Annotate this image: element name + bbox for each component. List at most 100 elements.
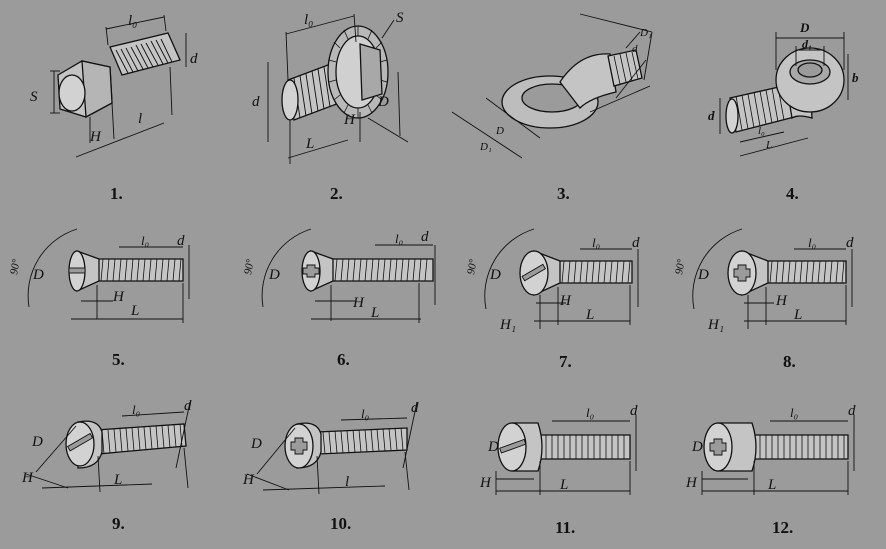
dim-h: H: [112, 289, 125, 305]
figure-9-number: 9.: [112, 514, 125, 533]
dim-s: S: [396, 10, 404, 26]
dim-l0: l₀: [361, 406, 369, 421]
dim-dd: D: [495, 125, 504, 137]
dim-d: d: [632, 43, 638, 55]
pan-head-slot-drawing: D l₀ d H L: [21, 398, 192, 493]
dim-d1-top: D₁: [639, 27, 652, 39]
dim-dd: D: [250, 436, 262, 452]
dim-d: d: [184, 398, 192, 414]
dim-angle: 90°: [465, 258, 480, 276]
pan-head-cross-drawing: D l₀ d H l: [242, 400, 419, 495]
dim-dd: D: [32, 267, 44, 283]
dim-l0: l₀: [758, 125, 765, 137]
dim-b: b: [852, 70, 859, 85]
dim-h: H: [352, 295, 365, 311]
ring-bolt-drawing: D₁ d D D₁: [451, 13, 653, 159]
dim-l: L: [559, 477, 568, 493]
dim-l: l: [345, 474, 349, 490]
dim-angle: 90°: [673, 258, 688, 276]
figure-5-countersunk-slot: 90° D l₀ d H L: [5, 215, 215, 340]
dim-dd: D: [691, 439, 703, 455]
dim-d1: d₁: [802, 37, 812, 51]
dim-l: L: [767, 477, 776, 493]
dim-l: L: [585, 307, 594, 323]
dim-l0: l₀: [132, 402, 140, 417]
dim-d: d: [177, 233, 185, 249]
dim-d: d: [848, 403, 856, 419]
figure-8-number: 8.: [783, 352, 796, 371]
dim-h: H: [559, 293, 572, 309]
countersunk-slot-drawing: 90° D l₀ d H L: [8, 228, 190, 323]
dim-d: d: [411, 400, 419, 416]
dim-d: d: [252, 94, 260, 110]
figure-9-pan-head-slot: D l₀ d H L: [12, 388, 212, 506]
dim-angle: 90°: [242, 258, 257, 276]
dim-dbig: D₁: [479, 141, 492, 153]
dim-h: H: [21, 470, 34, 486]
figure-12-number: 12.: [772, 518, 794, 537]
figure-7-number: 7.: [559, 352, 572, 371]
dim-l: l: [138, 111, 142, 127]
dim-dd: D: [31, 434, 43, 450]
figure-10-pan-head-cross: D l₀ d H l: [235, 388, 445, 506]
figure-2-flange-bolt: S l₀ d D H L: [248, 2, 423, 177]
dim-h1: H₁: [499, 317, 516, 333]
dim-l: L: [370, 305, 379, 321]
dim-h: H: [775, 293, 788, 309]
dim-l0: l₀: [395, 231, 403, 246]
dim-h1: H₁: [707, 317, 724, 333]
dim-d: d: [421, 229, 429, 245]
dim-dd: D: [268, 267, 280, 283]
figure-1-hex-bolt: S l₀ l H d: [20, 5, 210, 175]
figure-2-number: 2.: [330, 184, 343, 203]
figure-5-number: 5.: [112, 350, 125, 369]
dim-h: H: [479, 475, 492, 491]
figure-11-cheese-head-slot: D l₀ d H L: [460, 395, 670, 505]
raised-countersunk-slot-drawing: 90° D l₀ d H H₁ L: [465, 228, 640, 333]
figure-1-number: 1.: [110, 184, 123, 203]
dim-h: H: [685, 475, 698, 491]
dim-l0: l₀: [808, 235, 816, 250]
dim-l: L: [793, 307, 802, 323]
figure-12-cheese-head-cross: D l₀ d H L: [672, 395, 882, 505]
dim-h: H: [89, 129, 102, 145]
dim-l0: l₀: [790, 405, 798, 420]
raised-countersunk-cross-drawing: 90° D l₀ d H H₁ L: [673, 228, 854, 333]
figure-3-ring-bolt: D₁ d D D₁: [440, 12, 670, 172]
dim-l0: l₀: [592, 235, 600, 250]
dim-d: d: [630, 403, 638, 419]
figure-4-eye-bolt: D d₁ b d l₀ L: [700, 10, 880, 170]
dim-dd: D: [487, 439, 499, 455]
dim-dd: D: [489, 267, 501, 283]
dim-l: L: [305, 136, 314, 152]
dim-d: d: [708, 108, 715, 123]
figure-10-number: 10.: [330, 514, 352, 533]
figure-4-number: 4.: [786, 184, 799, 203]
countersunk-cross-drawing: 90° D l₀ d H L: [242, 228, 436, 323]
dim-l0: l₀: [304, 12, 313, 28]
dim-l0: l₀: [128, 13, 137, 29]
dim-l: L: [130, 303, 139, 319]
dim-dd: D: [697, 267, 709, 283]
figure-3-number: 3.: [557, 184, 570, 203]
dim-s: S: [30, 89, 38, 105]
flange-bolt-drawing: S l₀ d D H L: [252, 10, 409, 164]
dim-d: d: [632, 235, 640, 251]
cheese-head-slot-drawing: D l₀ d H L: [479, 403, 638, 495]
dim-dd: D: [377, 94, 389, 110]
dim-l: L: [765, 139, 772, 151]
figure-6-number: 6.: [337, 350, 350, 369]
eye-bolt-drawing: D d₁ b d l₀ L: [708, 20, 859, 157]
dim-l: L: [113, 472, 122, 488]
cheese-head-cross-drawing: D l₀ d H L: [685, 403, 856, 495]
figure-8-raised-countersunk-cross: 90° D l₀ d H H₁ L: [670, 215, 880, 340]
dim-d: d: [190, 51, 198, 67]
hex-bolt-drawing: S l₀ l H d: [30, 13, 198, 158]
dim-h: H: [242, 472, 255, 488]
dim-h: H: [343, 112, 356, 128]
figure-6-countersunk-cross: 90° D l₀ d H L: [235, 215, 450, 340]
dim-l0: l₀: [141, 233, 149, 248]
figure-11-number: 11.: [555, 518, 576, 537]
dim-angle: 90°: [8, 258, 23, 276]
